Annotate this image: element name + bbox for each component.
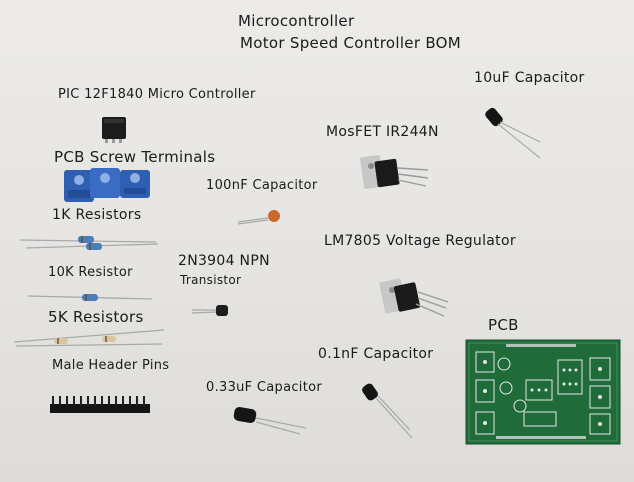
label-100nf: 100nF Capacitor [206,178,318,193]
pcb-board [465,339,621,445]
label-header: Male Header Pins [52,358,170,373]
title-line2: Motor Speed Controller BOM [240,34,462,52]
capacitor-100nf [237,210,280,225]
mosfet [360,155,429,189]
pic-chip [102,117,126,143]
label-mosfet: MosFET IR244N [326,124,439,140]
transistor-npn [191,305,228,316]
label-regulator: LM7805 Voltage Regulator [324,233,516,249]
capacitor-01nf [362,383,413,439]
label-pcb-terminals: PCB Screw Terminals [54,148,216,166]
label-10k: 10K Resistor [48,265,133,280]
resistor-10k [27,294,153,301]
label-pcb: PCB [488,316,519,334]
capacitor-10uf [485,107,541,159]
label-033uf: 0.33uF Capacitor [206,380,323,395]
label-10uf: 10uF Capacitor [474,70,585,86]
label-npn-1: 2N3904 NPN [178,253,270,269]
label-pic: PIC 12F1840 Micro Controller [58,87,256,102]
label-1k: 1K Resistors [52,207,142,223]
header-pins [50,396,150,413]
resistors-1k [19,236,159,250]
label-5k: 5K Resistors [48,308,144,326]
label-01nf: 0.1nF Capacitor [318,346,434,362]
resistors-5k [13,329,165,347]
title-line1: Microcontroller [238,12,355,30]
label-npn-2: Transistor [180,273,242,287]
screw-terminals [64,168,150,202]
voltage-regulator [379,278,449,317]
capacitor-033uf [233,406,307,435]
